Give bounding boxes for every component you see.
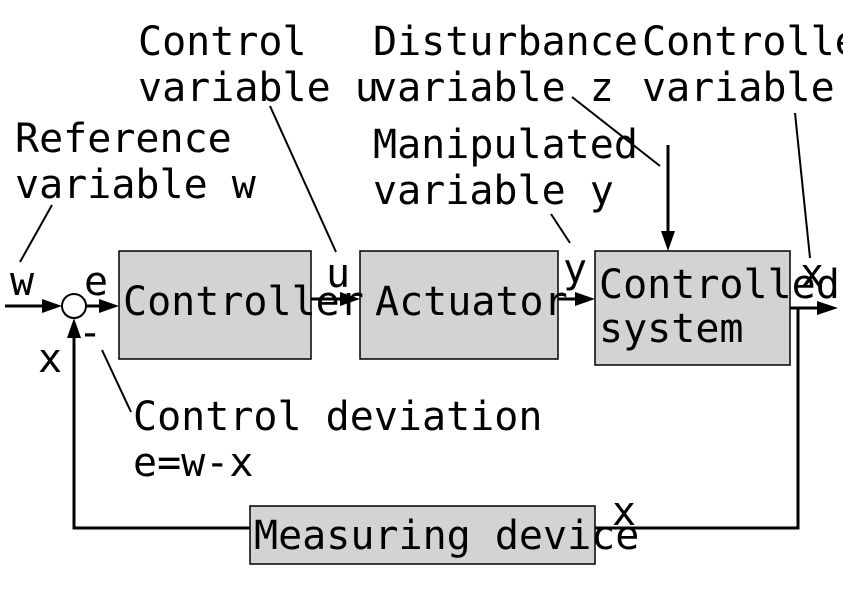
signal-x-output-label: x (800, 251, 824, 297)
feedback-path-left (72, 338, 250, 530)
disturbance-leader (571, 96, 661, 167)
disturbance-callout-line1: Disturbance (373, 19, 638, 65)
controlled-system-label-line2: system (599, 306, 744, 352)
actuator-label: Actuator (375, 279, 568, 325)
signal-e-label: e (84, 259, 108, 305)
feedback-path-right (595, 308, 800, 530)
disturbance-callout-line2: variable z (373, 65, 614, 111)
signal-w-label: w (10, 259, 35, 305)
controlled-system-label-line1: Controlled (599, 262, 840, 308)
deviation-callout-line2: e=w-x (133, 440, 253, 486)
deviation-leader (101, 349, 132, 413)
reference-input-arrowhead (42, 299, 62, 313)
reference-callout-line2: variable w (15, 162, 257, 208)
control-variable-callout-line2: variable u (138, 65, 379, 111)
control-variable-arrowhead (340, 292, 360, 306)
control-variable-leader (269, 105, 337, 253)
controlled-system-block (594, 250, 791, 366)
signal-u-label: u (326, 251, 350, 297)
output-arrowhead (817, 301, 838, 315)
measuring-device-label: Measuring device (254, 513, 639, 559)
manipulated-variable-arrowhead (575, 292, 595, 306)
signal-minus-label: - (78, 310, 102, 356)
manipulated-callout-line1: Manipulated (373, 122, 638, 168)
feedback-arrowhead (67, 318, 81, 338)
control-variable-callout-line1: Control (138, 19, 307, 65)
manipulated-variable-leader (550, 213, 571, 244)
error-signal-arrowhead (99, 299, 119, 313)
controller-label: Controller (123, 279, 364, 325)
signal-x-feedback-label: x (38, 336, 62, 382)
controlled-variable-callout-line2: variable x (642, 65, 843, 111)
reference-leader (19, 204, 53, 263)
signal-y-label: y (563, 246, 587, 292)
actuator-block (359, 250, 559, 360)
controlled-variable-leader (794, 112, 811, 259)
manipulated-callout-line2: variable y (373, 168, 614, 214)
deviation-callout-line1: Control deviation (133, 394, 542, 440)
measuring-device-block (249, 505, 596, 565)
reference-callout-line1: Reference (15, 116, 232, 162)
controller-block (118, 250, 312, 360)
disturbance-arrowhead (661, 231, 675, 251)
signal-x-measure-label: x (612, 489, 636, 535)
controlled-variable-callout-line1: Controlled (642, 19, 843, 65)
